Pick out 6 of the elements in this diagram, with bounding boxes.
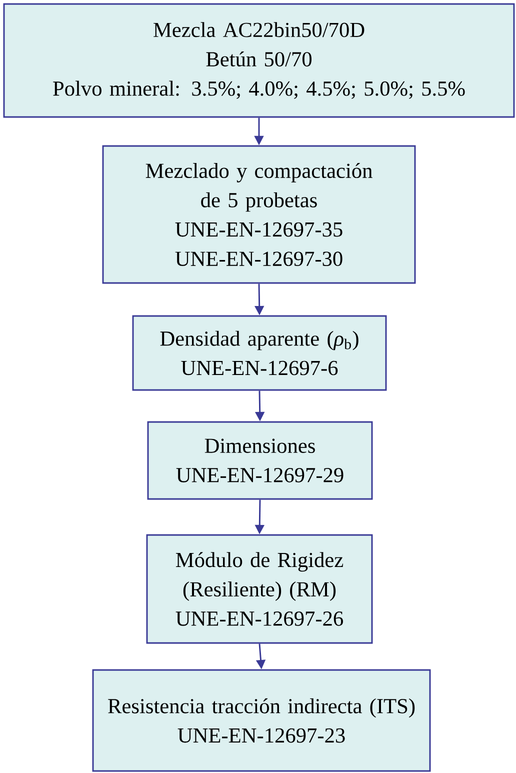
process-box: Mezcla AC22bin50/70D Betún 50/70 Polvo mineral: 3.5%; 4.0%; 4.5%; 5.0%; 5.5% (3, 3, 515, 118)
process-box: Módulo de Rigidez (Resiliente) (RM) UNE-EN-12697-26 (146, 534, 373, 644)
process-box: Dimensiones UNE-EN-12697-29 (147, 421, 373, 500)
process-box: Densidad aparente (ρ$_{b}$) UNE-EN-12697-6 (132, 315, 387, 391)
process-box: Mezclado y compactación de 5 probetas UNE-EN-12697-35 UNE-EN-12697-30 (102, 145, 416, 284)
process-box: Resistencia tracción indirecta (ITS) UNE-EN-12697-23 (92, 669, 431, 772)
